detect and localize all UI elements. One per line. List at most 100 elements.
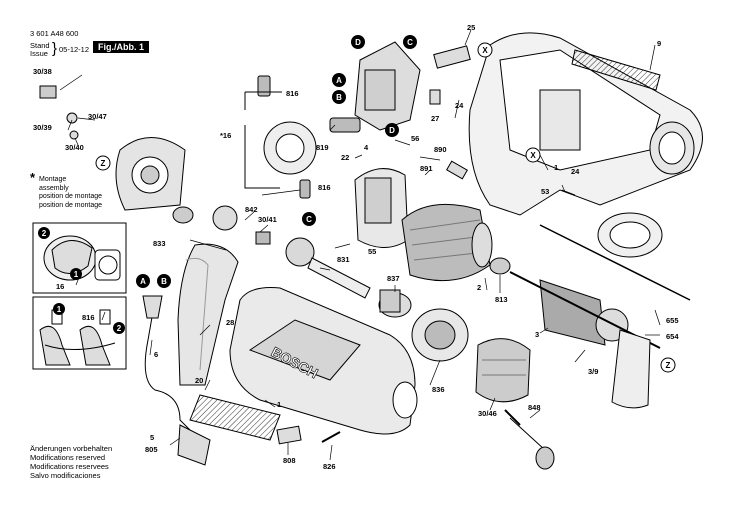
marker-2-lower-inset: 2 (113, 322, 125, 334)
washer-30-40 (69, 130, 79, 140)
callout-816-top: 816 (286, 89, 299, 98)
callout-813: 813 (495, 295, 508, 304)
inset-lower-detail (39, 309, 116, 366)
marker-X-side: X (525, 147, 541, 163)
side-handle (177, 243, 239, 386)
callout-654: 654 (666, 332, 679, 341)
svg-text:A: A (336, 76, 342, 85)
callout-30-47: 30/47 (88, 112, 107, 121)
assembly-note-line-3: position de montage (39, 193, 103, 200)
marker-1-lower-inset: 1 (53, 303, 65, 315)
callout-30-39: 30/39 (33, 123, 52, 132)
screw-826 (321, 431, 341, 443)
callout-833: 833 (153, 239, 166, 248)
callout-655: 655 (666, 316, 679, 325)
coupling-837 (379, 289, 401, 313)
callout-2: 2 (477, 283, 481, 292)
footer-line-1: Änderungen vorbehalten (30, 444, 113, 453)
black-markers: D C A B D C A B 2 1 1 2 (38, 35, 417, 334)
callout-837: 837 (387, 274, 400, 283)
marker-B-cord: B (157, 274, 171, 288)
callout-836: 836 (432, 385, 445, 394)
marker-Z-right: Z (660, 357, 676, 373)
svg-text:D: D (355, 38, 361, 47)
marker-A-cord: A (136, 274, 150, 288)
assembly-note-line-1: Montage (39, 176, 67, 183)
svg-text:1: 1 (57, 305, 62, 314)
callout-53: 53 (541, 187, 549, 196)
callout-30-46: 30/46 (478, 409, 497, 418)
callout-4: 4 (364, 143, 369, 152)
marker-D-mid: D (385, 123, 399, 137)
brace: } (52, 40, 58, 57)
drill-chuck (475, 338, 531, 403)
callout-24-side: 24 (571, 167, 580, 176)
inset-box-upper (32, 222, 127, 294)
marker-X-top: X (477, 42, 493, 58)
svg-text:2: 2 (42, 229, 47, 238)
callout-27: 27 (431, 114, 439, 123)
power-cord (142, 295, 211, 466)
svg-text:Z: Z (101, 159, 106, 168)
callout-30-40: 30/40 (65, 143, 84, 152)
stand-label: Stand (30, 41, 50, 50)
bearing-833 (172, 206, 194, 224)
svg-text:A: A (140, 277, 146, 286)
issue-label: Issue (30, 49, 48, 58)
clip-30-47 (66, 112, 78, 124)
callout-20: 20 (195, 376, 203, 385)
callout-28: 28 (226, 318, 234, 327)
housing-half (468, 32, 703, 216)
callout-55: 55 (368, 247, 376, 256)
footer-line-2: Modifications reserved (30, 453, 106, 462)
callout-848: 848 (528, 403, 541, 412)
bracket-16 (244, 125, 280, 189)
footer-notice: Änderungen vorbehalten Modifications res… (30, 444, 112, 480)
callout-808: 808 (283, 456, 296, 465)
marker-1-upper-inset: 1 (70, 268, 82, 280)
svg-text:X: X (530, 151, 536, 160)
auxiliary-handle (539, 212, 691, 409)
chuck-key (504, 409, 555, 470)
callout-6: 6 (154, 350, 158, 359)
main-housing (189, 287, 418, 441)
callout-30-38: 30/38 (33, 67, 52, 76)
part-number: 3 601 A48 600 (30, 29, 79, 38)
spring-891 (446, 160, 468, 180)
callout-891: 891 (420, 164, 433, 173)
callout-16-assembly: *16 (220, 131, 231, 140)
brush-holder-ring (257, 75, 317, 199)
callout-890: 890 (434, 145, 447, 154)
callout-30-41: 30/41 (258, 215, 277, 224)
callout-831: 831 (337, 255, 350, 264)
callout-805: 805 (145, 445, 158, 454)
footer-line-4: Salvo modificaciones (30, 471, 101, 480)
callout-1-bottom: 1 (277, 400, 281, 409)
callout-826: 826 (323, 462, 336, 471)
callout-labels: 9 25 27 24 24 53 1 30/38 30/39 30/47 30/… (33, 23, 679, 471)
assembly-note: * Montage assembly position de montage p… (30, 171, 103, 210)
callout-3: 3 (535, 330, 539, 339)
field-holder (354, 168, 409, 248)
leader-lines (59, 29, 661, 461)
footer-line-3: Modifications reservees (30, 462, 109, 471)
spindle (255, 231, 371, 299)
svg-text:B: B (336, 93, 342, 102)
switch-assembly (329, 41, 421, 133)
issue-date: 05-12-12 (59, 45, 90, 54)
svg-text:D: D (389, 126, 395, 135)
marker-B-top: B (332, 90, 346, 104)
callout-16-inset: 16 (56, 282, 64, 291)
marker-C-mid: C (302, 212, 316, 226)
assembly-note-line-4: position de montage (39, 201, 103, 209)
svg-text:Z: Z (666, 361, 671, 370)
callout-819: 819 (316, 143, 329, 152)
callout-816-inset: 816 (82, 313, 95, 322)
assembly-note-line-2: assembly (39, 184, 69, 192)
plate-25 (433, 45, 471, 69)
marker-A-top: A (332, 73, 346, 87)
brush-30-38 (39, 85, 57, 99)
part-27 (429, 89, 441, 105)
bearing-plate (115, 137, 186, 211)
callout-1-top: 1 (554, 163, 558, 172)
